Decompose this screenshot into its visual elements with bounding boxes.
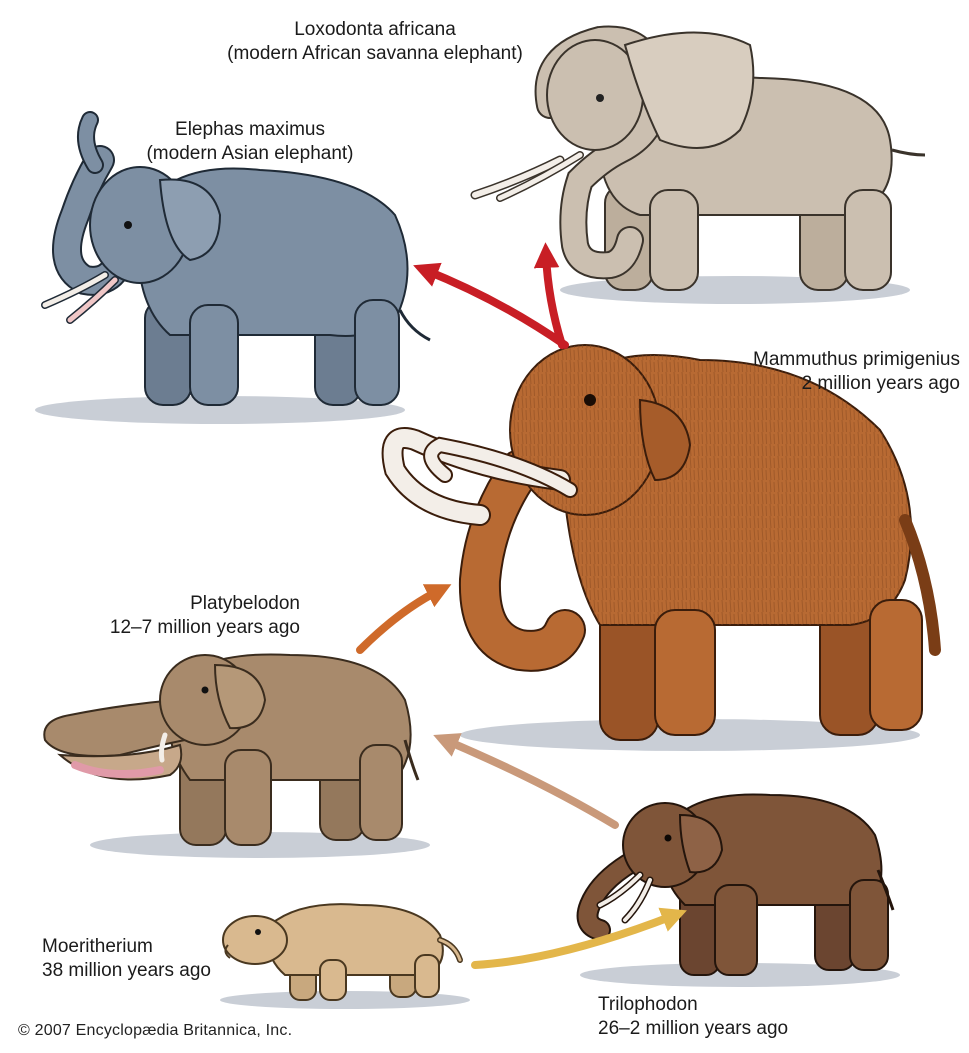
moeritherium-figure — [220, 904, 470, 1009]
label-moeritherium: Moeritherium 38 million years ago — [42, 935, 211, 983]
copyright-credit: © 2007 Encyclopædia Britannica, Inc. — [18, 1022, 292, 1040]
species-name: Platybelodon — [30, 592, 300, 616]
species-name: Trilophodon — [598, 993, 788, 1017]
label-elephas: Elephas maximus (modern Asian elephant) — [100, 118, 400, 166]
arrow-moeritherium-to-trilophodon — [475, 915, 675, 965]
label-platybelodon: Platybelodon 12–7 million years ago — [30, 592, 300, 640]
mammuthus-figure — [393, 345, 936, 751]
trilophodon-figure — [580, 794, 900, 987]
species-name: Loxodonta africana — [160, 18, 590, 42]
platybelodon-figure — [44, 654, 430, 858]
species-name: Mammuthus primigenius — [640, 348, 960, 372]
species-detail: 26–2 million years ago — [598, 1017, 788, 1041]
species-name: Elephas maximus — [100, 118, 400, 142]
label-loxodonta: Loxodonta africana (modern African savan… — [160, 18, 590, 66]
arrow-platybelodon-to-mammuthus — [360, 590, 440, 650]
species-name: Moeritherium — [42, 935, 211, 959]
arrow-trilophodon-to-platybelodon — [445, 740, 615, 825]
species-detail: (modern Asian elephant) — [100, 142, 400, 166]
species-detail: 12–7 million years ago — [30, 616, 300, 640]
species-detail: (modern African savanna elephant) — [160, 42, 590, 66]
label-trilophodon: Trilophodon 26–2 million years ago — [598, 993, 788, 1041]
species-detail: 38 million years ago — [42, 959, 211, 983]
species-detail: 2 million years ago — [640, 372, 960, 396]
arrow-mammuthus-to-elephas — [425, 270, 565, 345]
label-mammuthus: Mammuthus primigenius 2 million years ag… — [640, 348, 960, 396]
